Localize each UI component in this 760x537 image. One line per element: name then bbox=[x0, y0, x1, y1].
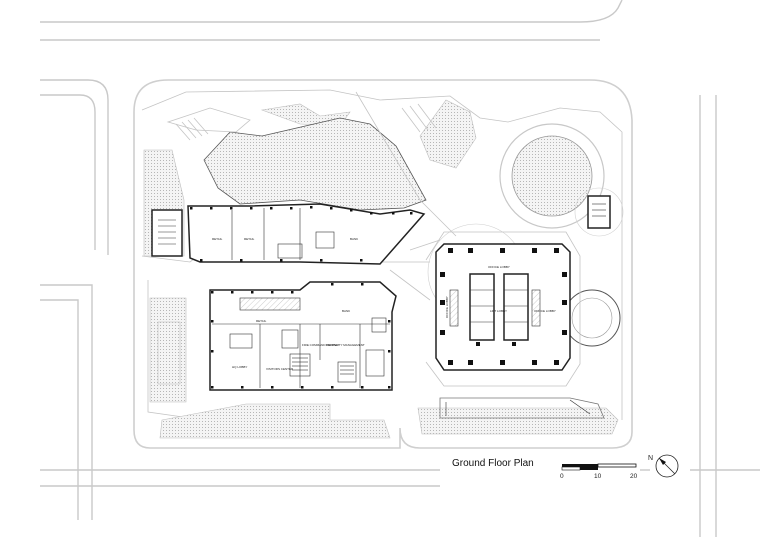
office-tower bbox=[425, 231, 581, 387]
scale-label-10: 10 bbox=[594, 473, 602, 480]
label-property-management: PROPERTY MANAGEMENT bbox=[326, 343, 365, 347]
podium-block bbox=[209, 281, 397, 391]
label-office-lobby-left: OFFICE LOBBY bbox=[445, 296, 449, 318]
room-labels: RETAIL RETAIL BANK RETAIL BANK HQ LOBBY … bbox=[212, 237, 556, 371]
plaza-canopy bbox=[166, 91, 457, 237]
label-lift-lobby: LIFT LOBBY bbox=[490, 309, 507, 313]
label-retail-3: RETAIL bbox=[256, 319, 267, 323]
label-visitors-center: VISITORS CENTER bbox=[266, 367, 294, 371]
stair-pavilion-west bbox=[151, 209, 183, 257]
stair-pavilion-east bbox=[574, 187, 624, 237]
label-bank-2: BANK bbox=[342, 309, 350, 313]
label-hq-lobby: HQ LOBBY bbox=[232, 365, 247, 369]
north-arrow-icon: N bbox=[648, 454, 679, 478]
scale-bar: 0 10 20 bbox=[560, 463, 638, 480]
north-retail-block bbox=[187, 203, 426, 265]
label-office-lobby-top: OFFICE LOBBY bbox=[488, 265, 510, 269]
scale-label-20: 20 bbox=[630, 473, 638, 480]
basement-ramp bbox=[439, 397, 605, 419]
north-label: N bbox=[648, 455, 653, 462]
label-retail-2: RETAIL bbox=[244, 237, 255, 241]
drawing-title: Ground Floor Plan bbox=[452, 458, 534, 469]
scale-label-0: 0 bbox=[560, 473, 564, 480]
road-lines bbox=[40, 0, 760, 537]
site-boundary bbox=[133, 79, 633, 449]
label-office-lobby-right: OFFICE LOBBY bbox=[534, 309, 556, 313]
label-fire-command-center: FIRE COMMAND CENTER bbox=[302, 343, 340, 347]
label-bank-1: BANK bbox=[350, 237, 358, 241]
label-retail-1: RETAIL bbox=[212, 237, 223, 241]
